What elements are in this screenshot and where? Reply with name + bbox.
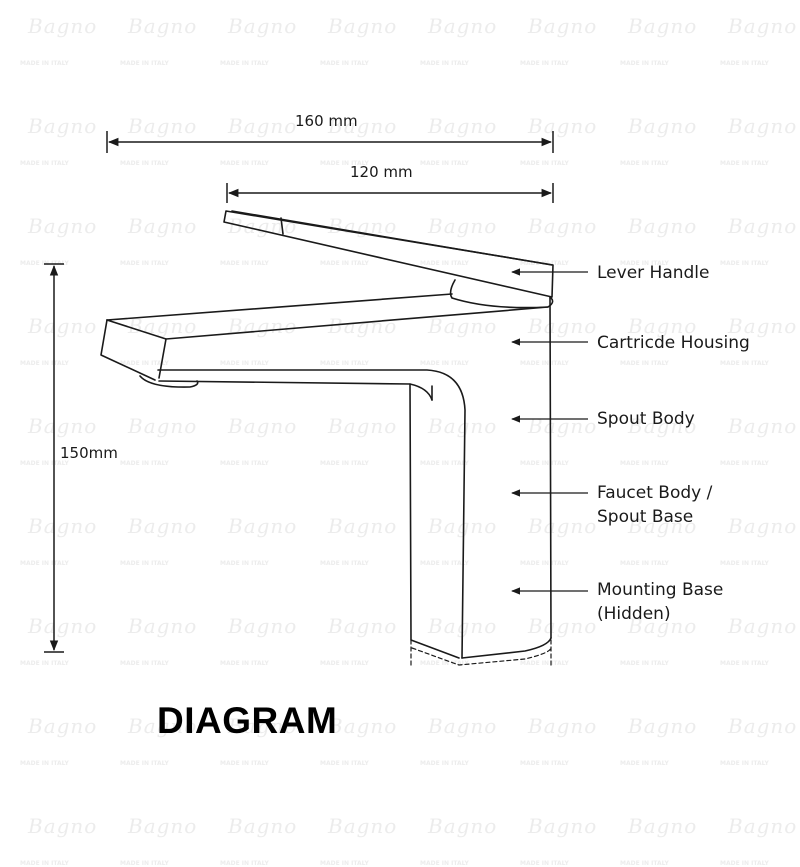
dimension-label-160mm: 160 mm: [295, 112, 358, 130]
dimension-line-160mm: [106, 131, 554, 153]
cartridge-housing-shape: [449, 279, 554, 309]
diagram-title: DIAGRAM: [157, 700, 338, 741]
label-lever-handle: Lever Handle: [597, 263, 710, 283]
faucet-diagram: [44, 131, 588, 669]
mounting-base-hidden: [410, 639, 552, 669]
label-faucet-body-spout-base: Faucet Body / Spout Base: [597, 483, 713, 527]
label-mounting-base: Mounting Base (Hidden): [597, 580, 724, 624]
spout-shape: [106, 293, 453, 321]
label-cartridge-housing: Cartricde Housing: [597, 333, 750, 353]
dimension-line-120mm: [226, 183, 554, 203]
faucet-body-shape: [409, 383, 460, 659]
dimension-label-120mm: 120 mm: [350, 163, 413, 181]
dimension-line-150mm: [44, 263, 64, 653]
label-arrows: [511, 268, 588, 595]
faucet-outline: [100, 210, 554, 669]
dimension-label-150mm: 150mm: [60, 444, 118, 462]
lever-handle-shape: [223, 210, 554, 298]
label-spout-body: Spout Body: [597, 409, 695, 429]
